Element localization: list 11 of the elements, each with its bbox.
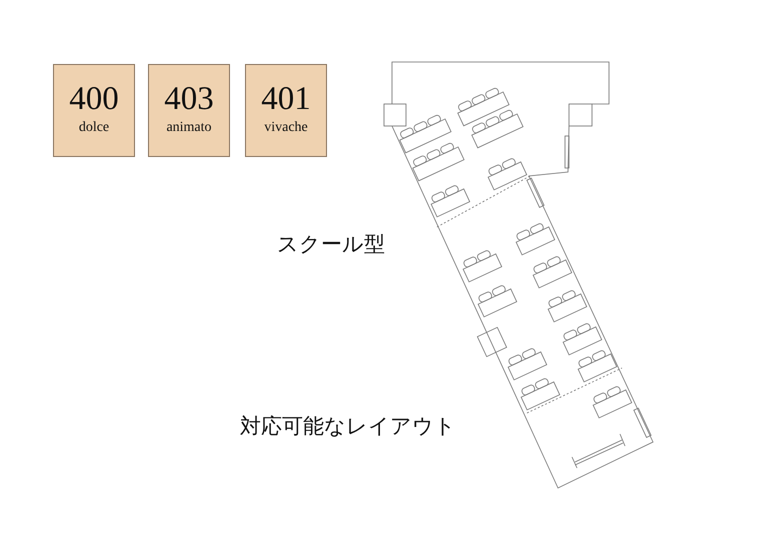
room-number: 401 [261,81,311,117]
caption-text: スクール型 [277,231,385,258]
room-name: animato [166,119,212,137]
room-number: 400 [69,81,119,117]
room-name: dolce [78,119,110,137]
room-card [53,64,135,157]
room-name: vivache [264,119,308,137]
caption-text: 対応可能なレイアウト [240,413,456,440]
room-card [245,64,327,157]
room-card [148,64,230,157]
room-number: 403 [164,81,214,117]
